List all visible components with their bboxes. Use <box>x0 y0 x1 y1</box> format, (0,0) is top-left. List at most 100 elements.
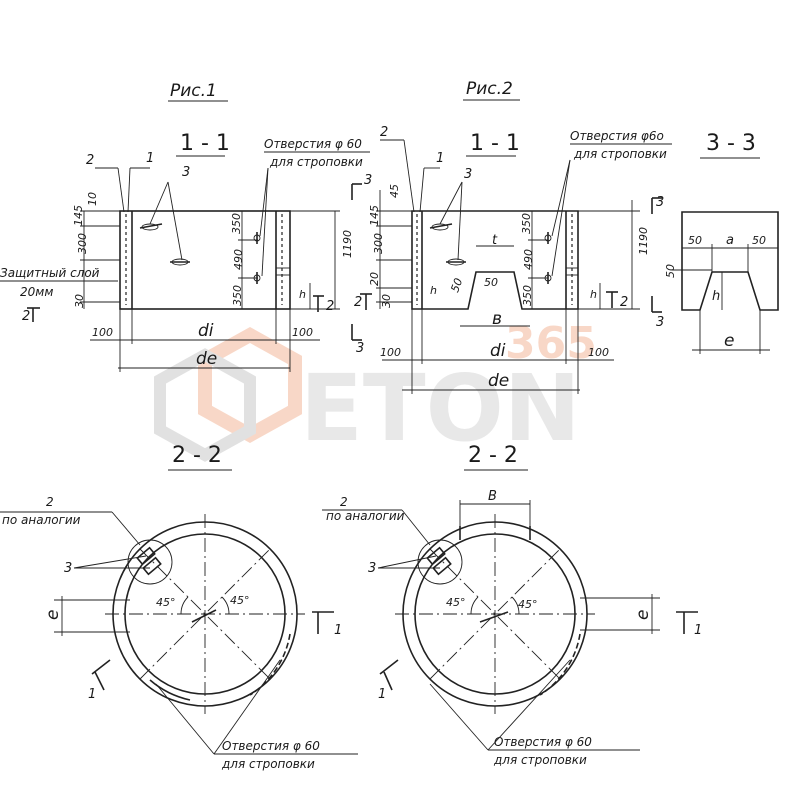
fig2-cut-mark-3-bottom: 3 <box>356 341 364 356</box>
sec33-dim-50-left: 50 <box>688 234 702 247</box>
plan-right-callout-3: 3 <box>368 561 376 576</box>
plan-right-angle-right: 45° <box>518 598 538 611</box>
section-3-3: 3 - 3 3 3 50 a 50 50 h e <box>651 131 779 354</box>
fig2-h-label: h <box>590 288 597 301</box>
plan-right-hole-note-line1: Отверстия φ 60 <box>494 735 592 749</box>
fig1-hole-note-line1: Отверстия φ 60 <box>264 137 362 151</box>
fig2-dim-300: 300 <box>372 233 385 254</box>
plan-left-note2-num: 2 <box>46 495 54 509</box>
fig1-dim-490: 490 <box>232 249 245 270</box>
plan-right-hole-note-line2: для строповки <box>493 753 587 767</box>
fig2-dim-1190: 1190 <box>637 227 650 255</box>
fig1-dim-350-bottom: 350 <box>231 285 244 306</box>
fig1-protective-layer-line2: 20мм <box>20 285 53 299</box>
watermark: ETON 365 <box>154 318 597 462</box>
lifting-loop <box>170 258 190 266</box>
fig2-hole-note-line1: Отверстия φ6о <box>570 129 664 143</box>
fig2-callout-1: 1 <box>436 151 444 166</box>
lifting-loop <box>139 223 163 231</box>
fig2-cut-mark-2-left: 2 <box>354 295 362 310</box>
fig1-title: Рис.1 <box>170 81 217 101</box>
fig1-cut-mark-left: 2 <box>22 309 30 324</box>
plan-left-angle-left: 45° <box>156 596 176 609</box>
plan-right-b: В <box>488 489 497 504</box>
fig1-dim-145: 145 <box>72 205 85 226</box>
fig2-dim-di: di <box>490 341 506 361</box>
plan-left-mark-right: 1 <box>334 623 342 638</box>
fig1-dim-10: 10 <box>86 192 99 206</box>
plan-right-angle-left: 45° <box>446 596 466 609</box>
watermark-brand: ETON <box>300 355 581 462</box>
fig1-dim-di: di <box>198 321 214 341</box>
fig2-dim-100-right: 100 <box>588 346 609 359</box>
fig2-dim-20: 20 <box>368 272 381 286</box>
fig1-dim-1190: 1190 <box>341 230 354 258</box>
plan-left-hole-note-line2: для строповки <box>221 757 315 771</box>
plan-right: 2 - 2 В 45° 45° 2 по аналогии 3 <box>322 443 702 767</box>
fig2-dim-45: 45 <box>388 184 401 198</box>
fig2-dim-de: de <box>488 371 509 391</box>
plan-right-note2-num: 2 <box>340 495 348 509</box>
plan-right-note2-text: по аналогии <box>326 509 405 523</box>
fig1-dim-100-left: 100 <box>92 326 113 339</box>
fig2-callout-3: 3 <box>464 167 472 182</box>
hole-marker <box>253 232 261 244</box>
fig2-notch-b: в <box>492 309 502 329</box>
watermark-logo-icon <box>154 326 302 462</box>
sec33-mark-bottom: 3 <box>656 315 664 330</box>
fig1-dim-30: 30 <box>73 294 86 308</box>
fig2-dim-100-left: 100 <box>380 346 401 359</box>
hole-marker <box>544 232 552 244</box>
watermark-number: 365 <box>505 318 597 369</box>
fig2-cut-mark-2-right: 2 <box>620 295 628 310</box>
fig2-dim-30: 30 <box>380 294 393 308</box>
plan-right-title: 2 - 2 <box>468 443 518 468</box>
plan-right-e: e <box>633 610 653 620</box>
sec33-dim-h: h <box>712 289 720 304</box>
fig1-hole-note-line2: для строповки <box>269 155 363 169</box>
fig2-dim-350-top: 350 <box>520 213 533 234</box>
fig1-dim-300: 300 <box>76 233 89 254</box>
fig2-dim-350-bottom: 350 <box>521 285 534 306</box>
fig2-dim-490: 490 <box>522 249 535 270</box>
fig2-section-label: 1 - 1 <box>470 131 520 156</box>
plan-left: 2 - 2 45° 45° 2 по аналогии 3 e 1 <box>0 443 358 771</box>
plan-left-e: e <box>43 610 63 620</box>
fig2-hole-note-line2: для строповки <box>573 147 667 161</box>
figure-2: Рис.2 1 - 1 2 1 3 Отверстия φ6о для стро… <box>351 79 672 394</box>
sec33-dim-e: e <box>724 331 734 351</box>
fig1-callout-2: 2 <box>86 153 94 168</box>
plan-left-callout-3: 3 <box>64 561 72 576</box>
fig1-protective-layer-line1: Защитный слой <box>0 266 100 280</box>
lifting-loop <box>446 258 466 266</box>
fig2-dim-145: 145 <box>368 205 381 226</box>
sec33-title: 3 - 3 <box>706 131 756 156</box>
lifting-loop <box>429 223 453 231</box>
fig2-title: Рис.2 <box>466 79 513 99</box>
fig1-dim-100-right: 100 <box>292 326 313 339</box>
figure-1: Рис.1 1 - 1 2 1 3 Отверстия φ 60 <box>0 81 370 372</box>
plan-right-mark-right: 1 <box>694 623 702 638</box>
plan-left-hole-note-line1: Отверстия φ 60 <box>222 739 320 753</box>
fig1-h-label: h <box>299 288 306 301</box>
plan-left-note2-text: по аналогии <box>2 513 81 527</box>
plan-left-title: 2 - 2 <box>172 443 222 468</box>
plan-left-mark-left: 1 <box>88 687 96 702</box>
sec33-dim-a: a <box>726 233 734 248</box>
fig1-callout-1: 1 <box>146 151 154 166</box>
plan-left-angle-right: 45° <box>230 594 250 607</box>
fig1-callout-3: 3 <box>182 165 190 180</box>
fig1-cut-mark-right: 2 <box>326 299 334 314</box>
fig1-dim-de: de <box>196 349 217 369</box>
fig1-dim-350-top: 350 <box>230 213 243 234</box>
lifting-loop <box>136 546 162 576</box>
fig1-section-label: 1 - 1 <box>180 131 230 156</box>
fig2-notch-t: t <box>492 233 498 248</box>
sec33-dim-50-vert: 50 <box>664 264 677 278</box>
fig2-notch-50-left: 50 <box>448 276 465 294</box>
fig2-notch-h: h <box>430 284 437 297</box>
fig2-cut-mark-3-top: 3 <box>364 173 372 188</box>
sec33-mark-top: 3 <box>656 195 664 210</box>
sec33-dim-50-right: 50 <box>752 234 766 247</box>
